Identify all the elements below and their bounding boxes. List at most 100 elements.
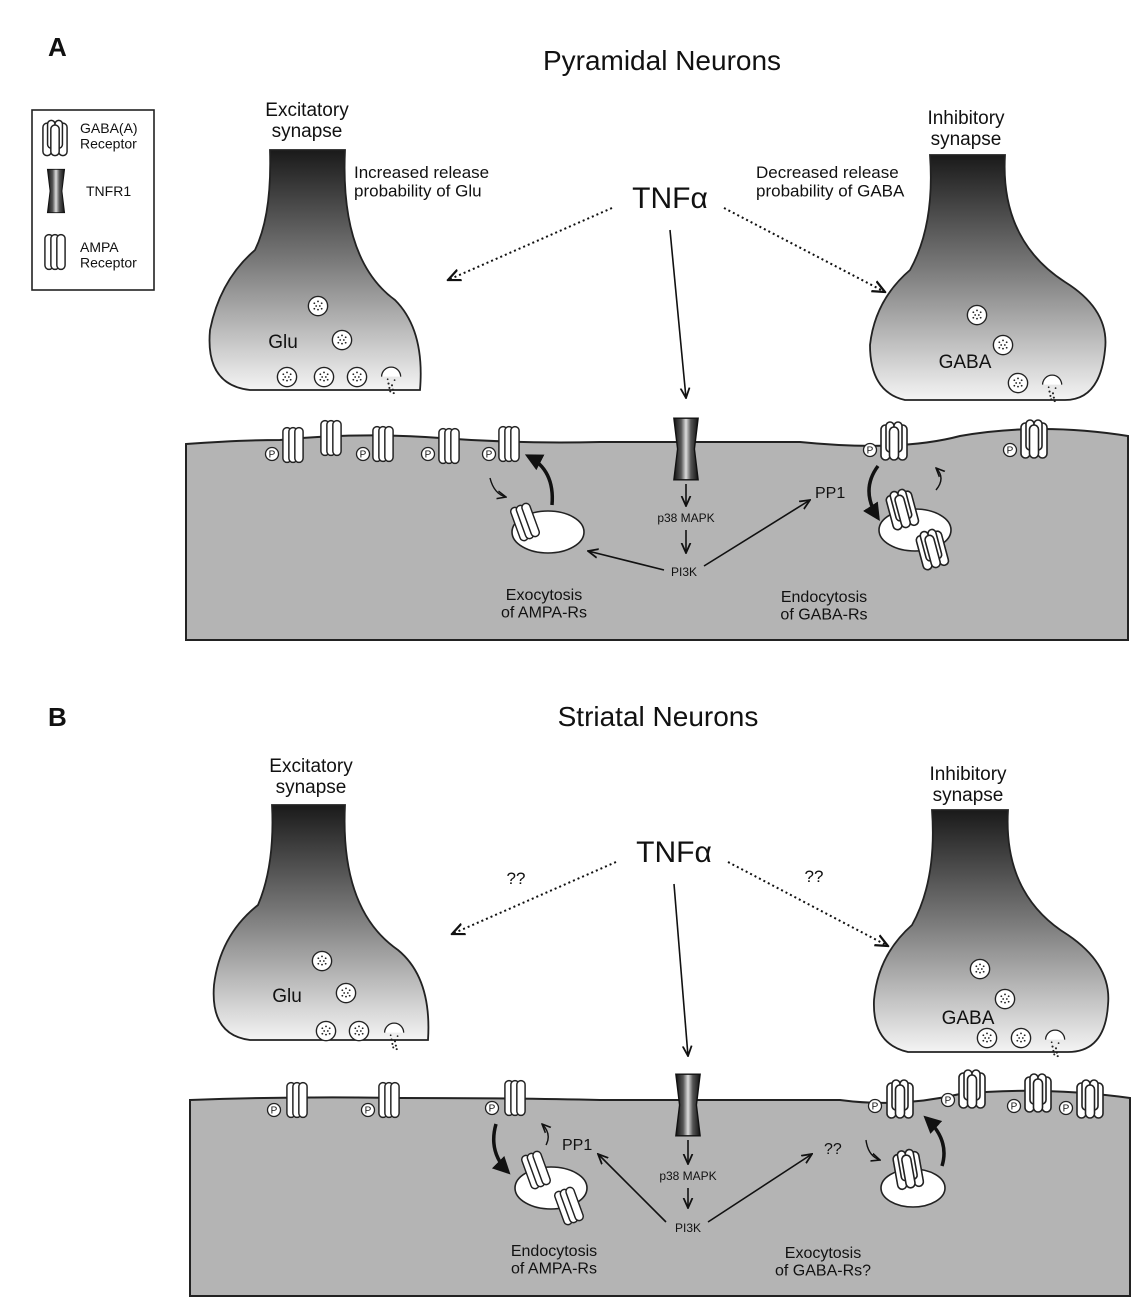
unknown-effect-right-b: ??	[805, 867, 824, 886]
text-line: Exocytosis	[506, 587, 582, 604]
vesicle	[994, 988, 1016, 1010]
tnf-label-b: TNFα	[636, 836, 712, 869]
tnf-to-tnfr1-arrow-b	[673, 883, 688, 1056]
tnfr1-receptor-a	[673, 417, 699, 481]
phospho-mark	[862, 442, 878, 458]
gaba-label-b: GABA	[942, 1008, 995, 1029]
tnf-to-inhibitory-arrow-b	[727, 861, 888, 946]
exocytosis-small-curve-b	[865, 1139, 880, 1160]
text-line: of GABA-Rs?	[775, 1263, 871, 1280]
phospho-mark	[1002, 442, 1018, 458]
endocytosis-curve-a	[863, 464, 880, 521]
endocytosis-small-curve-a	[936, 468, 941, 491]
vesicle	[307, 295, 329, 317]
text-line: GABA(A)	[80, 120, 138, 136]
text-line: Inhibitory	[929, 764, 1007, 785]
text-line: Receptor	[80, 135, 137, 151]
endocytosis-curve-b	[491, 1123, 511, 1175]
text-line: Increased release	[354, 163, 489, 182]
tnf-to-tnfr1-arrow-a	[669, 229, 686, 398]
gaba-receptor	[958, 1069, 986, 1109]
vesicle	[276, 366, 298, 388]
phospho-mark	[1058, 1100, 1074, 1116]
vesicle	[346, 366, 368, 388]
excitatory-terminal-b	[212, 804, 430, 1041]
phospho-mark	[266, 1102, 282, 1118]
unknown-effect-left-b: ??	[507, 869, 526, 888]
text-line: Inhibitory	[927, 108, 1005, 129]
unknown-mediator-b: ??	[824, 1141, 842, 1158]
vesicle	[313, 366, 335, 388]
vesicle	[335, 982, 357, 1004]
text-line: Endocytosis	[511, 1243, 597, 1260]
ampa-receptor	[504, 1079, 526, 1117]
ampa-receptor	[282, 426, 304, 464]
gaba-receptor	[886, 1079, 914, 1119]
text-line: Excitatory	[269, 756, 353, 777]
phospho-mark	[484, 1100, 500, 1116]
ampa-receptor	[498, 425, 520, 463]
tnf-to-excitatory-arrow-a	[448, 207, 613, 280]
gaba-receptor	[1076, 1079, 1104, 1119]
text-line: Endocytosis	[781, 589, 867, 606]
glu-label-a: Glu	[268, 332, 298, 353]
gaba-receptor	[1024, 1073, 1052, 1113]
panel-a-title: Pyramidal Neurons	[543, 45, 781, 76]
vesicle	[976, 1027, 998, 1049]
phospho-mark	[1006, 1098, 1022, 1114]
vesicle	[966, 304, 988, 326]
text-line: probability of GABA	[756, 182, 905, 201]
inhibitory-terminal-b	[873, 809, 1110, 1053]
text-line: synapse	[931, 129, 1002, 150]
pi3k-to-pp1-arrow-a	[703, 500, 810, 567]
vesicle	[1007, 372, 1029, 394]
tnf-to-excitatory-arrow-b	[452, 861, 617, 934]
vesicle	[1010, 1027, 1032, 1049]
pi3k-to-unknown-arrow-b	[707, 1154, 812, 1223]
phospho-mark	[360, 1102, 376, 1118]
text-line: Exocytosis	[785, 1245, 861, 1262]
text-line: synapse	[933, 785, 1004, 806]
phospho-mark	[940, 1092, 956, 1108]
vesicle	[315, 1020, 337, 1042]
text-line: synapse	[276, 777, 347, 798]
phospho-mark	[867, 1098, 883, 1114]
vesicle	[331, 329, 353, 351]
vesicle	[992, 334, 1014, 356]
text-line: Receptor	[80, 254, 137, 270]
phospho-mark	[481, 446, 497, 462]
text-line: of AMPA-Rs	[501, 605, 587, 622]
exocytosis-curve-a	[524, 454, 555, 506]
ampa-receptor	[378, 1081, 400, 1119]
text-line: Decreased release	[756, 163, 899, 182]
tnf-to-inhibitory-arrow-a	[723, 207, 885, 292]
gaba-receptor	[880, 421, 908, 461]
tnfr1-legend-icon	[46, 168, 66, 214]
p38-label-b: p38 MAPK	[659, 1169, 716, 1183]
phospho-mark	[264, 446, 280, 462]
pp1-label-b: PP1	[562, 1137, 592, 1154]
panel-a-letter: A	[48, 32, 67, 62]
inhibitory-terminal-a	[869, 154, 1107, 401]
text-line: of GABA-Rs	[780, 607, 867, 624]
vesicle	[348, 1020, 370, 1042]
phospho-mark	[420, 446, 436, 462]
pi3k-to-exocytosis-arrow-a	[588, 551, 665, 571]
gaba-label-a: GABA	[939, 352, 992, 373]
text-line: of AMPA-Rs	[511, 1261, 597, 1278]
p38-label-a: p38 MAPK	[657, 511, 714, 525]
legend-gaba-label: GABA(A)Receptor	[80, 120, 138, 151]
postsynaptic-membrane-a	[185, 428, 1129, 641]
pi3k-label-a: PI3K	[671, 565, 697, 579]
pp1-label-a: PP1	[815, 485, 845, 502]
